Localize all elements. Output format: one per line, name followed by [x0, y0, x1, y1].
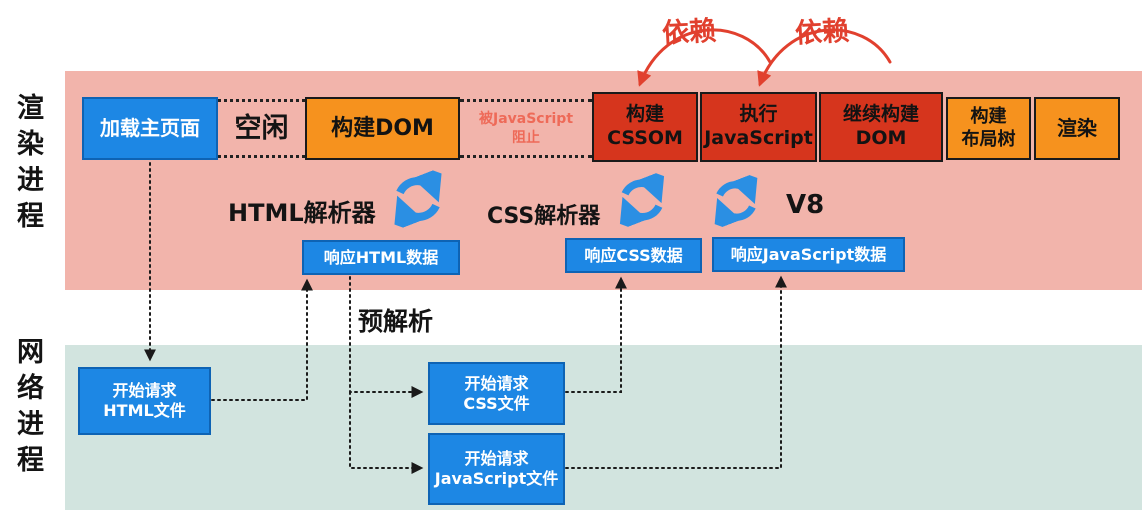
loop-icon-v8 — [714, 171, 758, 231]
render-process-label: 渲染进程 — [12, 93, 43, 237]
idle-gap: 空闲 — [218, 99, 305, 158]
request-js-box: 开始请求 JavaScript文件 — [428, 433, 565, 505]
request-css-box: 开始请求 CSS文件 — [428, 362, 565, 425]
dependency-label-right: 依赖 — [794, 15, 850, 50]
build-layout-tree-box: 构建 布局树 — [946, 97, 1031, 160]
request-html-box: 开始请求 HTML文件 — [78, 367, 211, 435]
build-cssom-box: 构建 CSSOM — [592, 92, 698, 162]
css-parser-label: CSS解析器 — [487, 204, 601, 229]
continue-build-dom-box: 继续构建 DOM — [819, 92, 943, 162]
preparse-label: 预解析 — [358, 307, 434, 336]
render-box: 渲染 — [1034, 97, 1120, 160]
blocked-by-javascript-gap: 被JavaScript 阻止 — [460, 99, 592, 158]
build-dom-box: 构建DOM — [305, 97, 460, 160]
dependency-label-left: 依赖 — [661, 15, 717, 50]
network-process-band — [65, 345, 1142, 510]
execute-javascript-box: 执行 JavaScript — [700, 92, 817, 162]
load-main-page-box: 加载主页面 — [82, 97, 218, 160]
loop-icon-css-parser — [619, 169, 665, 231]
network-process-label: 网络进程 — [12, 337, 43, 481]
html-parser-label: HTML解析器 — [228, 199, 376, 227]
response-js-box: 响应JavaScript数据 — [712, 237, 905, 272]
response-css-box: 响应CSS数据 — [565, 238, 702, 273]
response-html-box: 响应HTML数据 — [302, 240, 460, 275]
loop-icon-html-parser — [393, 166, 443, 232]
idle-label: 空闲 — [234, 112, 289, 144]
blocked-by-javascript-label: 被JavaScript 阻止 — [478, 111, 574, 146]
v8-label: V8 — [786, 190, 825, 220]
